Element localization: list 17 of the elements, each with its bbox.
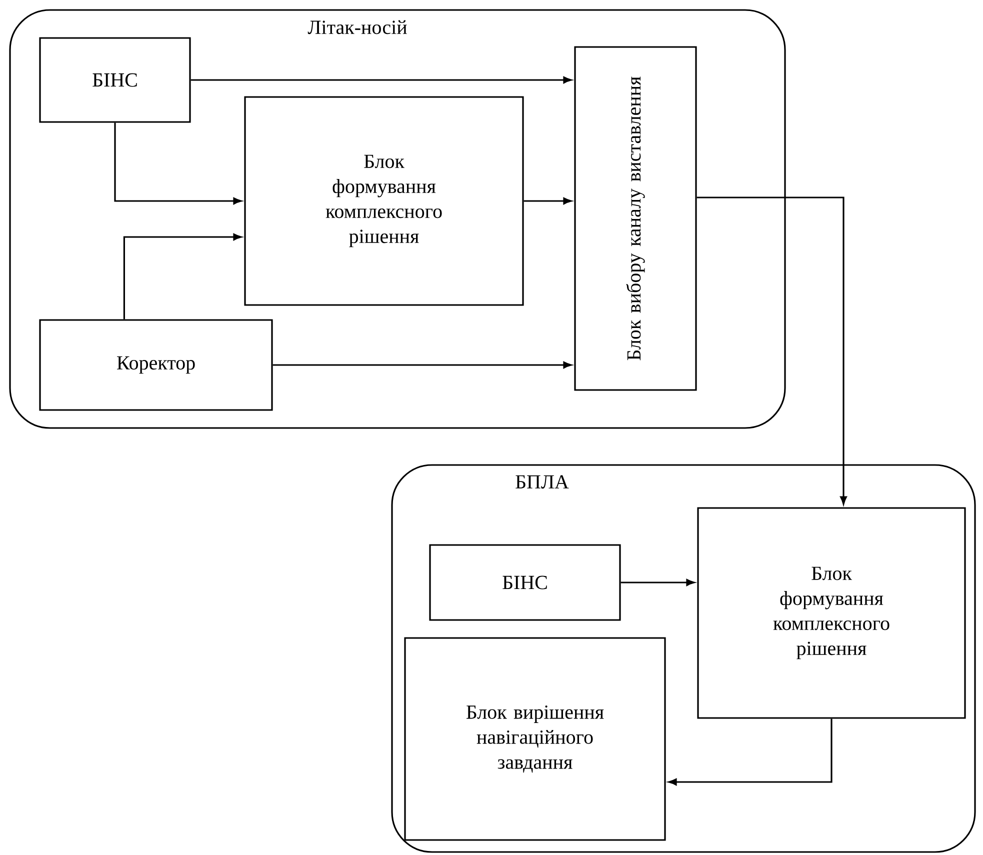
arrow bbox=[123, 234, 242, 320]
arrow bbox=[668, 718, 832, 786]
arrow bbox=[190, 76, 572, 84]
process-box: Блок вибору каналу виставлення bbox=[574, 46, 697, 391]
arrow bbox=[524, 198, 572, 204]
group-title: БПЛА bbox=[516, 475, 569, 489]
process-box: БІНС bbox=[39, 37, 191, 123]
process-box: Блок формування комплексного рішення bbox=[244, 96, 524, 306]
process-box: Коректор bbox=[39, 319, 273, 411]
group-title: Літак-носій bbox=[308, 20, 407, 34]
process-box: Блок формування комплексного рішення bbox=[697, 507, 966, 719]
arrow bbox=[114, 122, 242, 204]
process-box: БІНС bbox=[429, 544, 621, 621]
arrow bbox=[620, 579, 695, 586]
process-box: Блок вирішення навігаційного завдання bbox=[404, 637, 666, 841]
arrow bbox=[696, 196, 847, 505]
arrow bbox=[272, 362, 572, 368]
